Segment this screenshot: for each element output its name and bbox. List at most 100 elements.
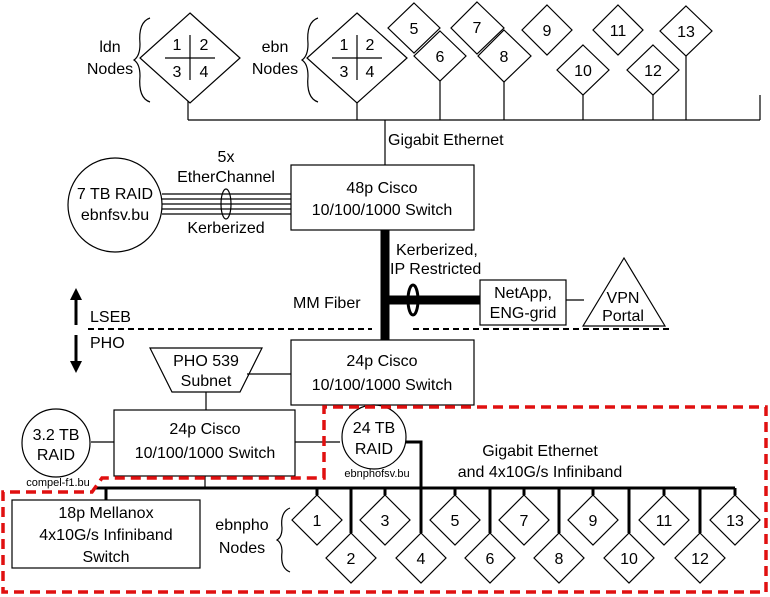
ldn-nodes-label-line2: Nodes <box>87 61 133 78</box>
ebnpho-node-drops <box>315 488 737 533</box>
vpn-portal-triangle <box>581 256 667 327</box>
ebnpho-node-8-diamond <box>533 532 585 584</box>
ebn-node-11-diamond <box>592 4 644 56</box>
raid-compel-host: compel-f1.bu <box>26 477 90 489</box>
ldn-nodes-group: ldn Nodes 1 2 3 4 <box>87 12 241 104</box>
bottom-link-line2: and 4x10G/s Infiniband <box>458 464 623 481</box>
ebnpho-node-5: 5 <box>451 513 460 530</box>
pho-subnet-line2: Subnet <box>181 373 232 390</box>
ebn-nodes-group: ebn Nodes 1 2 3 4 <box>252 12 408 104</box>
fiber-note-line2: IP Restricted <box>390 261 481 278</box>
ebnpho-node-13: 13 <box>726 513 744 530</box>
etherchannel-bundle <box>162 188 291 220</box>
netapp-line2: ENG-grid <box>490 305 557 322</box>
ebn-node-13: 13 <box>677 24 695 41</box>
ebn-single-nodes: 5 6 7 8 9 10 11 12 13 <box>387 1 713 96</box>
switch-24p-mid-box <box>290 339 475 406</box>
raid-ebnpho-circle <box>341 404 407 470</box>
ebn-node-9-diamond <box>521 4 573 56</box>
switch-24p-left-box <box>113 409 296 477</box>
ebn-node-8: 8 <box>500 49 509 66</box>
ldn-nodes-label-line1: ldn <box>99 39 120 56</box>
ebn-node-12: 12 <box>644 63 662 80</box>
ebnpho-node-11: 11 <box>656 513 673 530</box>
ebnpho-node-3: 3 <box>381 513 390 530</box>
ebnpho-node-6-diamond <box>464 532 516 584</box>
ebn-node-8-diamond <box>477 29 532 83</box>
etherchannel-kerberized: Kerberized <box>187 220 264 237</box>
boundary-upper-label: LSEB <box>90 309 131 326</box>
ebnpho-nodes-label-line2: Nodes <box>219 540 265 557</box>
ebnpho-node-2: 2 <box>347 551 356 568</box>
switch-24p-mid-line2: 10/100/1000 Switch <box>312 377 453 394</box>
ebnpho-node-2-diamond <box>325 532 377 584</box>
vpn-line1: VPN <box>607 290 640 307</box>
ebn-node-12-diamond <box>626 44 680 96</box>
ebnpho-node-12-diamond <box>674 532 726 584</box>
ebnpho-node-10-diamond <box>603 532 655 584</box>
switch-24p-left-line1: 24p Cisco <box>169 421 240 438</box>
mellanox-line3: Switch <box>82 549 129 566</box>
raid-ebnfsv-circle <box>67 157 163 253</box>
ebnpho-brace <box>275 507 291 573</box>
ebnpho-node-13-diamond <box>709 494 761 546</box>
boundary-up-arrow <box>70 288 82 325</box>
ebn-node-7-diamond <box>450 1 505 55</box>
switch-24p-mid-line1: 24p Cisco <box>346 353 417 370</box>
ldn-node-4: 4 <box>200 64 209 81</box>
top-link-label: Gigabit Ethernet <box>388 132 504 149</box>
ebnpho-node-1: 1 <box>313 513 322 530</box>
ldn-node-2: 2 <box>200 37 209 54</box>
mellanox-line1: 18p Mellanox <box>58 505 153 522</box>
mellanox-line2: 4x10G/s Infiniband <box>39 527 172 544</box>
ebnpho-node-11-diamond <box>638 494 690 546</box>
ldn-node-1: 1 <box>173 37 182 54</box>
ebnpho-node-1-diamond <box>291 494 343 546</box>
ldn-brace <box>132 17 151 103</box>
raid-compel-line1: 3.2 TB <box>33 427 80 444</box>
ebnpho-node-9-diamond <box>567 494 619 546</box>
ebnpho-node-3-diamond <box>359 494 411 546</box>
ebn-nodes-label-line2: Nodes <box>252 61 298 78</box>
netapp-box <box>479 279 567 326</box>
ebn-node-7: 7 <box>473 20 482 37</box>
ebn-node-1: 1 <box>340 37 349 54</box>
ebn-brace <box>300 17 319 103</box>
ebn-node-10: 10 <box>574 63 592 80</box>
switch-48p-line1: 48p Cisco <box>346 180 417 197</box>
raid-ebnpho-line2: RAID <box>355 441 393 458</box>
ebn-node-11: 11 <box>610 23 627 40</box>
raid-compel-line2: RAID <box>37 447 75 464</box>
ebn-node-10-diamond <box>556 44 610 96</box>
ebn-node-2: 2 <box>366 37 375 54</box>
ebn-node-6-diamond <box>413 30 467 82</box>
mm-fiber-label: MM Fiber <box>293 295 361 312</box>
ebnpho-node-7-diamond <box>498 494 550 546</box>
raid-compel-circle <box>21 408 91 478</box>
pho-subnet-trapezoid <box>149 347 263 393</box>
mellanox-box <box>11 499 201 569</box>
ebn-nodes-label-line1: ebn <box>262 39 289 56</box>
vpn-line2: Portal <box>602 308 644 325</box>
ebnpho-node-diamonds: 1 2 3 4 5 6 7 8 9 10 11 12 13 <box>291 494 761 584</box>
ebnpho-node-12: 12 <box>691 551 709 568</box>
switch-48p-box <box>290 164 475 231</box>
ebnpho-node-9: 9 <box>589 513 598 530</box>
ebn-node-5: 5 <box>410 21 419 38</box>
ldn-node-3: 3 <box>173 64 182 81</box>
raid-ebnpho-link <box>406 440 423 488</box>
fiber-bundle-loop <box>406 283 420 317</box>
etherchannel-count: 5x <box>218 149 235 166</box>
fiber-note-line1: Kerberized, <box>396 242 478 259</box>
boundary-lower-label: PHO <box>90 335 125 352</box>
ebnpho-node-4-diamond <box>395 532 447 584</box>
ebnpho-node-5-diamond <box>429 494 481 546</box>
ebn-node-9: 9 <box>543 23 552 40</box>
ebn-node-4: 4 <box>366 64 375 81</box>
ebnpho-node-8: 8 <box>555 551 564 568</box>
ebnpho-node-7: 7 <box>520 513 529 530</box>
bottom-link-line1: Gigabit Ethernet <box>482 443 598 460</box>
ebn-node-13-diamond <box>659 5 713 57</box>
boundary-down-arrow <box>70 335 82 373</box>
raid-ebnpho-host: ebnphofsv.bu <box>344 468 409 480</box>
